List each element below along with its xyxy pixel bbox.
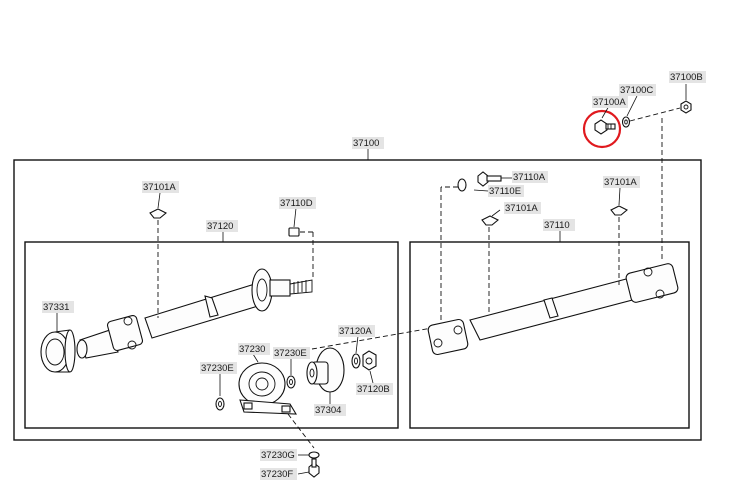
svg-text:37110: 37110: [544, 220, 570, 231]
label-37101a-middle: 37101A: [504, 202, 541, 214]
bolt-37230f: [308, 458, 320, 478]
svg-text:37101A: 37101A: [143, 182, 176, 193]
washer-37230g: [308, 451, 320, 459]
svg-text:37100B: 37100B: [670, 72, 703, 83]
label-37230e-left: 37230E: [200, 362, 237, 374]
label-37110a: 37110A: [512, 171, 548, 183]
svg-text:37101A: 37101A: [604, 177, 637, 188]
washer-37120a: [351, 353, 361, 369]
label-37230g: 37230G: [260, 449, 297, 461]
flange-37304: [306, 347, 345, 393]
svg-text:37230F: 37230F: [261, 469, 293, 480]
subassembly-frame-37110: [409, 241, 690, 429]
label-37331: 37331: [42, 301, 74, 313]
highlight-circle: [582, 109, 622, 149]
svg-text:37110A: 37110A: [513, 172, 546, 183]
svg-text:37101A: 37101A: [505, 203, 538, 214]
washer-37100c: [621, 116, 631, 128]
nut-37100b: [680, 100, 692, 114]
bolt-37100a: [594, 119, 616, 135]
washer-37230e-left: [215, 397, 225, 411]
bolt-37110d: [288, 227, 300, 237]
label-37100: 37100: [352, 137, 384, 149]
nut-37120b: [362, 350, 377, 371]
label-37230: 37230: [238, 343, 270, 355]
clip-37101a-right: [610, 205, 628, 216]
svg-text:37120: 37120: [207, 221, 233, 232]
label-37110: 37110: [543, 219, 575, 231]
svg-text:37110D: 37110D: [280, 198, 313, 209]
label-37110d: 37110D: [279, 197, 316, 209]
rear-shaft-tube: [427, 263, 679, 356]
front-shaft-tube: [76, 268, 313, 359]
svg-text:37230G: 37230G: [261, 450, 295, 461]
label-37101a-right: 37101A: [603, 176, 640, 188]
svg-text:37230: 37230: [239, 344, 265, 355]
svg-text:37120A: 37120A: [339, 326, 372, 337]
label-37110e: 37110E: [488, 185, 524, 197]
label-37100c: 37100C: [619, 84, 656, 96]
label-37120a: 37120A: [338, 325, 375, 337]
svg-text:37100A: 37100A: [593, 97, 626, 108]
label-37304: 37304: [314, 404, 346, 416]
subassembly-frame-37120: [24, 241, 399, 429]
bolt-37110a: [477, 171, 502, 187]
svg-text:37230E: 37230E: [201, 363, 234, 374]
svg-text:37120B: 37120B: [357, 384, 390, 395]
label-37230e-right: 37230E: [273, 347, 310, 359]
svg-text:37331: 37331: [43, 302, 69, 313]
label-37120: 37120: [206, 220, 238, 232]
label-37230f: 37230F: [260, 468, 297, 480]
svg-text:37230E: 37230E: [274, 348, 307, 359]
label-37100b: 37100B: [669, 71, 706, 83]
svg-text:37100: 37100: [353, 138, 379, 149]
washer-37110e: [457, 178, 467, 192]
center-bearing-cup-37331: [40, 329, 76, 373]
washer-37230e-right: [286, 375, 296, 389]
assembly-frame-37100: [13, 159, 702, 441]
label-37101a-left: 37101A: [142, 181, 179, 193]
svg-text:37110E: 37110E: [489, 186, 521, 197]
clip-37101a-left: [149, 208, 167, 219]
label-37120b: 37120B: [356, 383, 393, 395]
clip-37101a-middle: [481, 215, 499, 226]
center-support-bearing-37230: [238, 362, 297, 415]
svg-text:37100C: 37100C: [620, 85, 653, 96]
svg-text:37304: 37304: [315, 405, 341, 416]
label-37100a: 37100A: [592, 96, 628, 108]
